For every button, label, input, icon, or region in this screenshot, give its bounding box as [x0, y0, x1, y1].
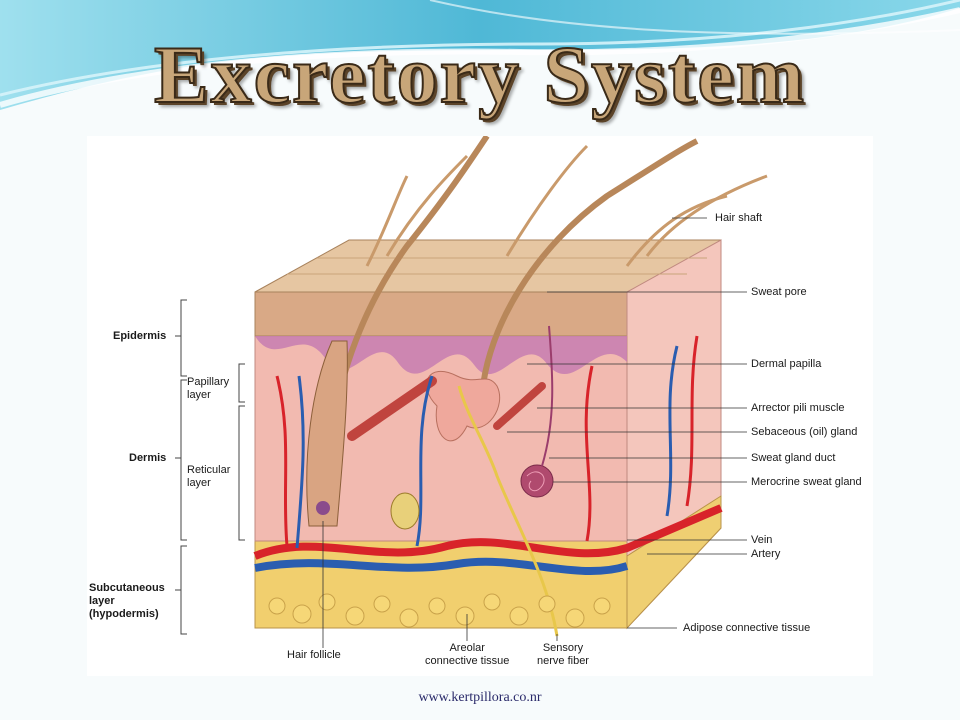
- sensory-nerve: [457, 385, 559, 637]
- epidermis-bracket: [180, 299, 187, 377]
- label-subcutaneous-layer: Subcutaneous layer (hypodermis): [89, 582, 165, 620]
- papillary-bracket: [238, 363, 245, 403]
- reticular-bracket: [238, 405, 245, 541]
- label-sweat-gland-duct: Sweat gland duct: [751, 452, 836, 464]
- label-sweat-pore: Sweat pore: [751, 286, 807, 298]
- hair-shaft-2: [479, 138, 699, 397]
- label-adipose-tissue: Adipose connective tissue: [683, 622, 811, 634]
- label-dermis: Dermis: [129, 452, 167, 464]
- label-sensory-nerve-fiber: Sensory nerve fiber: [537, 642, 589, 667]
- sebaceous-gland: [426, 370, 501, 442]
- slide-title: Excretory System: [153, 28, 807, 121]
- skin-cross-section: [175, 136, 768, 648]
- skin-diagram: Epidermis Papillary layer Dermis Reticul…: [87, 136, 873, 676]
- label-reticular-layer: Reticular layer: [187, 464, 231, 489]
- vein: [254, 557, 629, 576]
- label-vein: Vein: [751, 534, 773, 546]
- decorative-swoosh: [0, 0, 960, 110]
- label-hair-shaft: Hair shaft: [715, 212, 763, 224]
- hair-follicle: [306, 340, 348, 527]
- label-artery: Artery: [751, 548, 781, 560]
- label-papillary-layer: Papillary layer: [187, 376, 230, 401]
- merocrine-sweat-gland: [520, 464, 554, 498]
- label-sebaceous-gland: Sebaceous (oil) gland: [751, 426, 858, 438]
- label-dermal-papilla: Dermal papilla: [751, 358, 822, 370]
- label-merocrine-sweat-gland: Merocrine sweat gland: [751, 476, 862, 488]
- arrector-pili-muscle: [347, 376, 437, 441]
- label-arrector-pili-muscle: Arrector pili muscle: [751, 402, 845, 414]
- label-areolar-tissue: Areolar connective tissue: [425, 642, 510, 667]
- subcutaneous-bracket: [180, 545, 187, 635]
- label-epidermis: Epidermis: [113, 330, 167, 342]
- epidermis-block: [254, 291, 628, 337]
- label-hair-follicle: Hair follicle: [287, 649, 341, 661]
- dermis-bracket: [180, 379, 187, 541]
- artery: [253, 504, 723, 560]
- footer-url-link[interactable]: www.kertpillora.co.nr: [418, 690, 542, 705]
- right-fat-face: [626, 495, 722, 630]
